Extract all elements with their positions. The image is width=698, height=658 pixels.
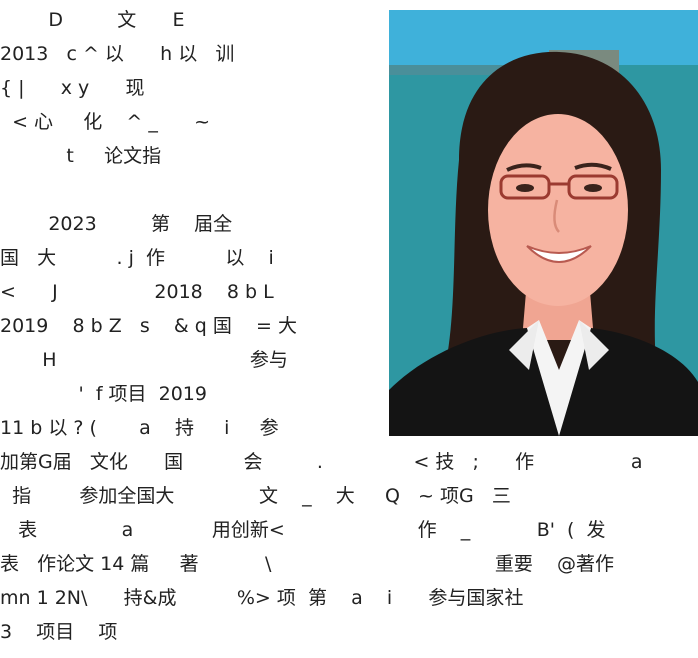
bio-line-12: ' f 项目 2019 [0, 383, 207, 405]
bio-line-18: mn 1 2N\ 持&成 %> 项 第 a i 参与国家社 [0, 587, 524, 609]
bio-line-14: 加第G届 文化 国 会 . < 技 ; 作 a [0, 451, 643, 473]
bio-line-9: < J 2018 8 b L [0, 281, 274, 303]
bio-line-3: { | x y 现 [0, 77, 145, 99]
bio-line-8: 国 大 . j 作 以 i [0, 247, 274, 269]
bio-line-1: D 文 E [0, 9, 185, 31]
bio-line-10: 2019 8 b Z s & q 国 = 大 [0, 315, 298, 337]
bio-line-15: 指 参加全国大 文 _ 大 Q ~ 项G 三 [0, 485, 511, 507]
bio-line-17: 表 作论文 14 篇 著 \ 重要 @著作 [0, 553, 615, 575]
bio-line-19: 3 项目 项 [0, 621, 118, 643]
bio-line-5: t 论文指 [0, 145, 162, 167]
bio-line-7: 2023 第 届全 [0, 213, 233, 235]
portrait-photo [389, 10, 698, 436]
bio-line-4: < 心 化 ^ _ ~ [0, 111, 211, 133]
bio-line-2: 2013 c ^ 以 h 以 训 [0, 43, 235, 65]
bio-line-11: H 参与 [0, 349, 288, 371]
bio-line-13: 11 b 以 ? ( a 持 i 参 [0, 417, 279, 439]
bio-line-16: 表 a 用创新< 作 _ B' ( 发 [0, 519, 606, 541]
